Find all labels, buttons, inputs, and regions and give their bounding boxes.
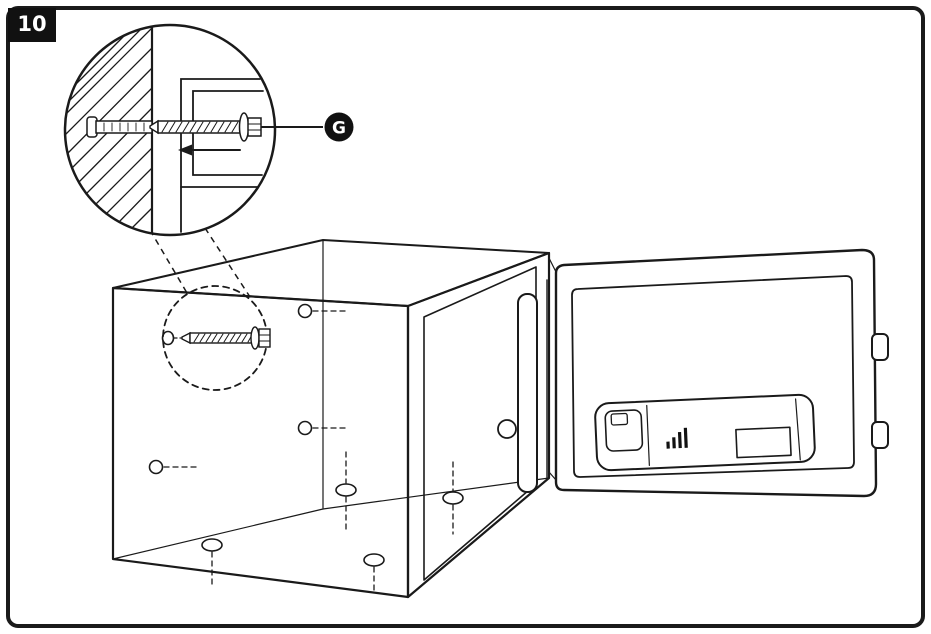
battery-unit-body — [594, 393, 816, 472]
screw-washer — [250, 326, 260, 350]
mounting-hole — [297, 303, 313, 319]
safe-body — [111, 239, 557, 599]
step-number: 10 — [17, 12, 46, 36]
mounting-hole — [148, 459, 164, 475]
wall-anchor — [86, 116, 153, 138]
mounting-hole — [297, 420, 313, 436]
screw-head-lines — [247, 123, 262, 131]
anchor-screw-small — [181, 326, 271, 350]
screw-washer — [238, 112, 250, 142]
screw-head-lines — [258, 334, 271, 342]
battery-unit-label — [735, 426, 792, 459]
floor-hole — [363, 553, 385, 567]
door-opening-frame — [406, 251, 551, 599]
safe-top-face — [112, 239, 550, 307]
bolt-lug — [871, 421, 889, 449]
battery-unit-endcap — [795, 398, 801, 461]
interior-floor-left-edge — [112, 508, 324, 560]
detail-callout — [63, 23, 277, 237]
floor-hole — [335, 483, 357, 497]
wall-hatching — [64, 27, 153, 229]
part-label: G — [332, 119, 346, 139]
floor-hole — [201, 538, 223, 552]
battery-unit-divider — [646, 404, 650, 467]
part-label-badge: G — [324, 112, 354, 142]
floor-mounting-holes — [201, 451, 464, 595]
callout-leader-dashed — [204, 227, 253, 301]
callout-leader-dashed — [149, 229, 188, 294]
lock-bolt-hole — [497, 419, 517, 439]
wall-mounting-holes — [148, 303, 349, 475]
safe-door — [546, 248, 889, 498]
floor-hole — [442, 491, 464, 505]
insertion-arrow — [178, 144, 241, 156]
speaker-bars-icon — [666, 427, 688, 449]
battery-unit-clip — [604, 409, 644, 452]
battery-unit-clip-window — [610, 412, 629, 426]
battery-unit — [594, 393, 816, 472]
step-badge-box — [8, 8, 56, 42]
arrow-head — [178, 144, 192, 156]
panel-callout — [161, 285, 271, 391]
bolt-lug — [871, 333, 889, 361]
screw-head — [247, 117, 262, 137]
interior-floor-back-edge — [322, 477, 550, 510]
step-number-badge: 10 — [8, 8, 56, 42]
hinge-pillar — [517, 293, 538, 493]
page-border — [6, 6, 925, 628]
screw-threads — [193, 333, 253, 343]
anchor-ribs — [103, 122, 145, 132]
screw-tip — [181, 331, 191, 345]
screw-threads — [161, 121, 239, 133]
screw-head — [258, 328, 271, 348]
door-inner-panel — [571, 275, 855, 478]
mounting-hole — [161, 330, 175, 346]
part-badge-circle — [324, 112, 354, 142]
